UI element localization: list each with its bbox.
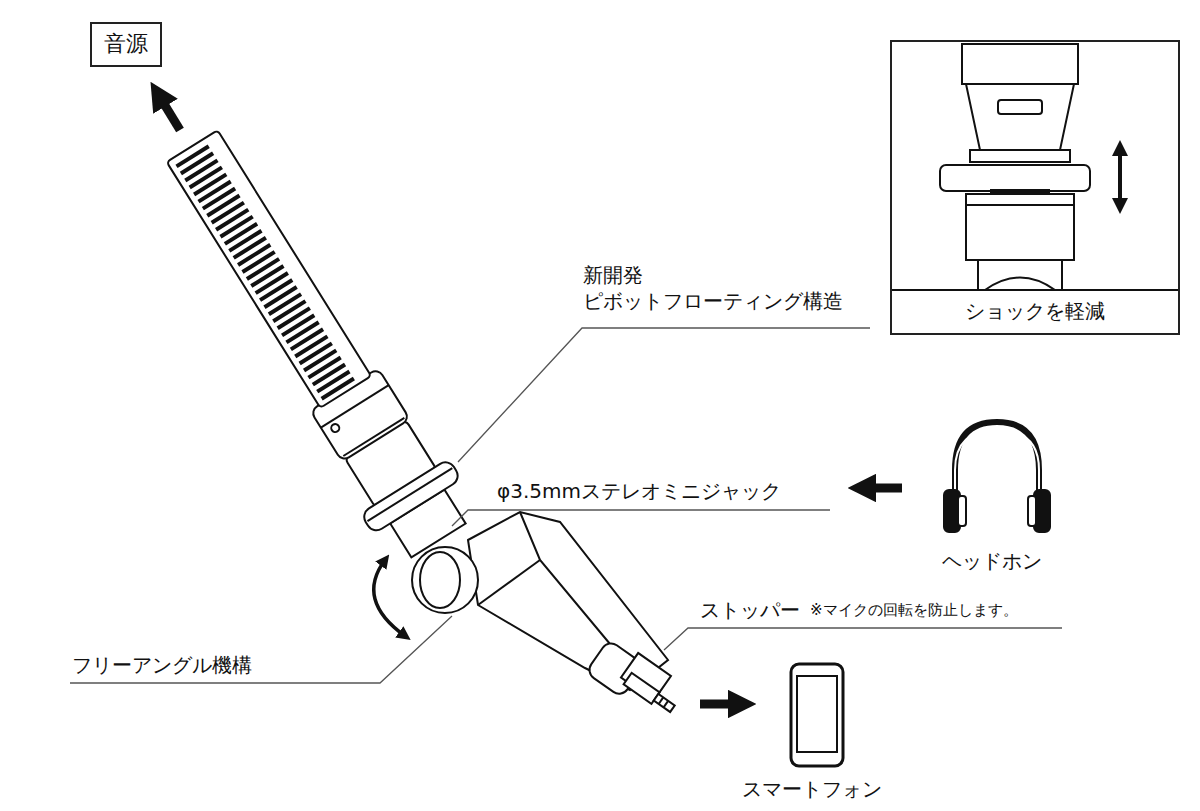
part-label: 新開発 ピボットフローティング構造: [583, 262, 873, 314]
direction-arrow: [700, 700, 742, 709]
node-text: ショックを軽減: [892, 298, 1178, 324]
part-label: フリーアングル機構: [72, 652, 252, 678]
microphone: [148, 119, 483, 568]
inset-box: ショックを軽減: [890, 40, 1180, 335]
inset-illustration: [890, 44, 1180, 290]
part-label: ストッパー: [700, 597, 800, 623]
part-label: φ3.5mmステレオミニジャック: [497, 478, 781, 504]
shock-arrow: [1118, 148, 1122, 206]
smartphone: [791, 664, 843, 766]
node-text: 音源: [104, 30, 148, 59]
plug-stopper: [586, 635, 688, 725]
device-label: スマートフォン: [742, 776, 882, 802]
ball-joint: [412, 547, 478, 613]
rotation-arrow: [374, 560, 405, 636]
direction-arrow: [862, 484, 902, 493]
headphones: [944, 422, 1050, 532]
note-text: ※マイクの回転を防止します。: [810, 601, 1018, 621]
direction-arrow: [158, 94, 180, 130]
source-box: 音源: [90, 22, 162, 67]
device-label: ヘッドホン: [942, 548, 1042, 574]
leader-lines: [70, 328, 1062, 683]
